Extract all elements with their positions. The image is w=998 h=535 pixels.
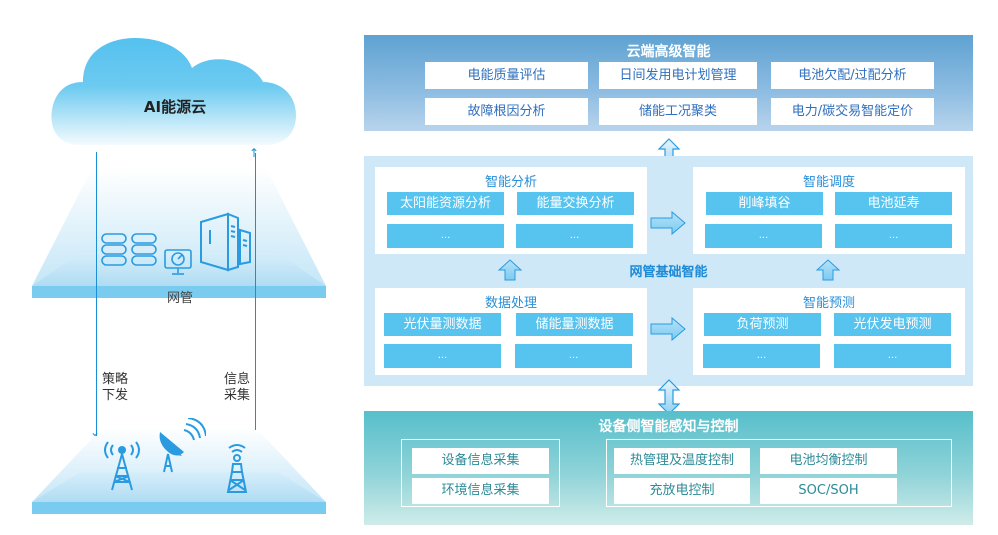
ai-cloud-shape xyxy=(51,38,296,145)
chip-more[interactable]: ... xyxy=(384,344,501,368)
chip-more[interactable]: ... xyxy=(515,344,632,368)
arrow-up-icon: ↑ xyxy=(249,146,260,160)
chip-item[interactable]: 电池延寿 xyxy=(835,192,952,215)
control-item[interactable]: 电池均衡控制 xyxy=(760,448,897,474)
policy-dispatch-label: 策略 下发 xyxy=(102,372,129,403)
chip-item[interactable]: 削峰填谷 xyxy=(706,192,823,215)
signal-tower-icon xyxy=(104,441,140,491)
control-item[interactable]: 热管理及温度控制 xyxy=(614,448,750,474)
chip-more[interactable]: ... xyxy=(705,224,822,248)
server-icon xyxy=(200,212,251,272)
smart-dispatch-panel: 智能调度 削峰填谷 电池延寿 ... ... xyxy=(693,167,965,254)
database-icon xyxy=(101,233,157,266)
info-collection-label: 信息 采集 xyxy=(224,372,251,403)
chip-more[interactable]: ... xyxy=(834,344,951,368)
sensing-item[interactable]: 设备信息采集 xyxy=(412,448,549,474)
ai-cloud-label: AI能源云 xyxy=(143,98,207,116)
arrow-up-icon xyxy=(497,259,523,281)
chip-more[interactable]: ... xyxy=(387,224,504,248)
cloud-item[interactable]: 日间发用电计划管理 xyxy=(599,62,757,89)
device-layer-title: 设备侧智能感知与控制 xyxy=(598,419,739,435)
chip-item[interactable]: 能量交换分析 xyxy=(517,192,634,215)
info-up-flow-line xyxy=(255,153,256,430)
sensing-group: 设备信息采集 环境信息采集 xyxy=(401,439,560,507)
data-processing-title: 数据处理 xyxy=(484,296,537,311)
chip-more[interactable]: ... xyxy=(835,224,952,248)
cloud-item[interactable]: 储能工况聚类 xyxy=(599,98,757,125)
chip-more[interactable]: ... xyxy=(703,344,820,368)
smart-forecast-panel: 智能预测 负荷预测 光伏发电预测 ... ... xyxy=(693,288,965,375)
control-item[interactable]: 充放电控制 xyxy=(614,478,750,504)
data-processing-panel: 数据处理 光伏量测数据 储能量测数据 ... ... xyxy=(375,288,647,375)
antenna-tower-icon xyxy=(226,444,248,493)
cloud-intelligence-title: 云端高级智能 xyxy=(626,44,711,60)
arrow-right-icon xyxy=(650,210,686,236)
smart-forecast-title: 智能预测 xyxy=(802,296,855,311)
network-management-label: 网管 xyxy=(166,291,193,306)
chip-item[interactable]: 光伏发电预测 xyxy=(834,313,951,336)
chip-item[interactable]: 太阳能资源分析 xyxy=(387,192,504,215)
smart-analysis-panel: 智能分析 太阳能资源分析 能量交换分析 ... ... xyxy=(375,167,647,254)
device-sensing-control-panel: 设备侧智能感知与控制 设备信息采集 环境信息采集 热管理及温度控制 电池均衡控制… xyxy=(364,411,973,525)
arrow-up-icon xyxy=(815,259,841,281)
sensing-item[interactable]: 环境信息采集 xyxy=(412,478,549,504)
chip-item[interactable]: 光伏量测数据 xyxy=(384,313,501,336)
cloud-item[interactable]: 电池欠配/过配分析 xyxy=(771,62,934,89)
arrow-right-icon xyxy=(650,316,686,342)
cloud-item[interactable]: 电能质量评估 xyxy=(425,62,588,89)
monitor-gauge-icon xyxy=(164,249,192,275)
control-group: 热管理及温度控制 电池均衡控制 充放电控制 SOC/SOH xyxy=(606,439,952,507)
control-item[interactable]: SOC/SOH xyxy=(760,478,897,504)
arrow-down-icon: ⌄ xyxy=(90,425,101,439)
satellite-dish-icon xyxy=(159,418,206,473)
cloud-intelligence-panel: 云端高级智能 电能质量评估 日间发用电计划管理 电池欠配/过配分析 故障根因分析… xyxy=(364,35,973,131)
network-intelligence-title: 网管基础智能 xyxy=(629,265,708,280)
cloud-item[interactable]: 电力/碳交易智能定价 xyxy=(771,98,934,125)
chip-item[interactable]: 储能量测数据 xyxy=(516,313,633,336)
network-intelligence-panel: 网管基础智能 智能分析 太阳能资源分析 能量交换分析 ... ... 智能调度 … xyxy=(364,156,973,386)
smart-analysis-title: 智能分析 xyxy=(484,175,537,190)
bidirectional-arrow-icon xyxy=(657,379,681,415)
cloud-item[interactable]: 故障根因分析 xyxy=(425,98,588,125)
chip-item[interactable]: 负荷预测 xyxy=(704,313,821,336)
chip-more[interactable]: ... xyxy=(516,224,633,248)
policy-down-flow-line xyxy=(96,152,97,436)
smart-dispatch-title: 智能调度 xyxy=(802,175,855,190)
